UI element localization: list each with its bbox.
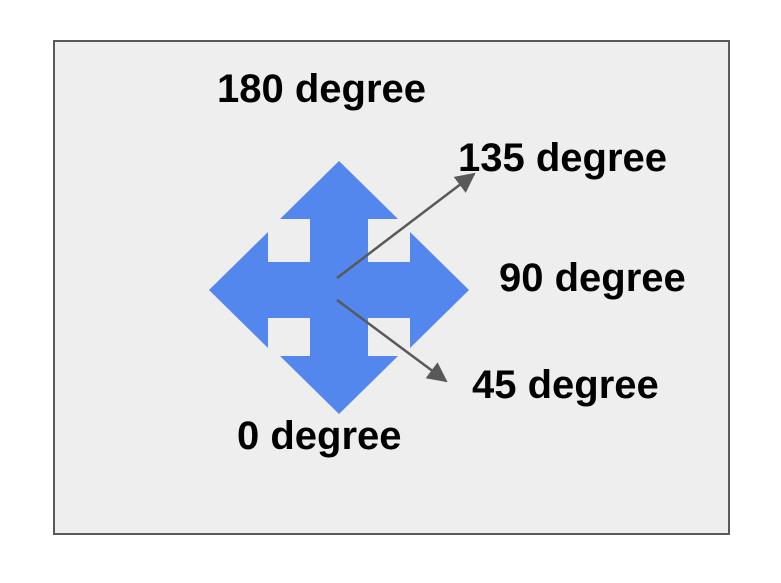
- pointer-arrow-135: [336, 172, 476, 279]
- pointer-arrow-45: [336, 298, 448, 383]
- label-180-degree: 180 degree: [217, 67, 427, 111]
- label-135-degree: 135 degree: [458, 136, 668, 180]
- move-arrows-icon: [209, 161, 469, 414]
- label-45-degree: 45 degree: [472, 363, 659, 407]
- label-0-degree: 0 degree: [237, 414, 402, 458]
- label-90-degree: 90 degree: [499, 256, 686, 300]
